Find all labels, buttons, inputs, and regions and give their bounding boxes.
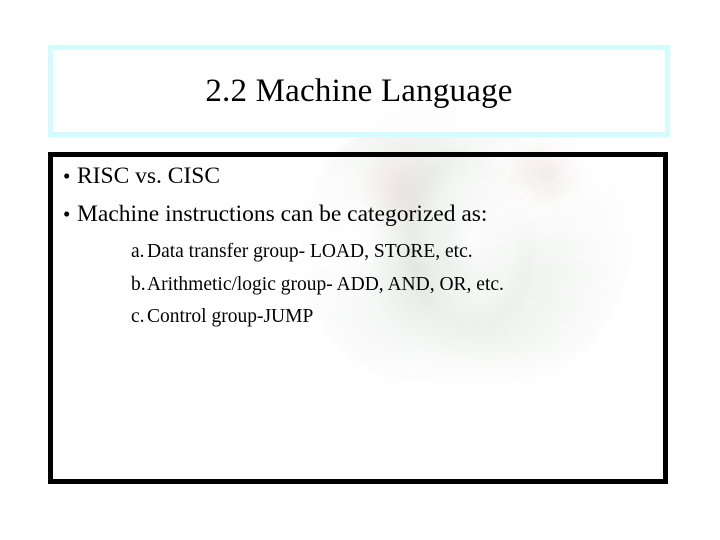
- list-item: a. Data transfer group- LOAD, STORE, etc…: [131, 242, 657, 262]
- sub-item-text: Control group-JUMP: [147, 306, 314, 327]
- list-item: c. Control group-JUMP: [131, 307, 657, 327]
- bullet-text: Machine instructions can be categorized …: [77, 200, 488, 227]
- sub-item-text: Arithmetic/logic group- ADD, AND, OR, et…: [147, 273, 504, 295]
- sub-item-marker: a.: [131, 241, 145, 262]
- list-item: • RISC vs. CISC: [63, 163, 657, 189]
- content-box: • RISC vs. CISC • Machine instructions c…: [48, 152, 668, 484]
- sub-list: a. Data transfer group- LOAD, STORE, etc…: [131, 242, 657, 327]
- bullet-icon: •: [63, 164, 71, 188]
- bullet-icon: •: [63, 201, 71, 226]
- sub-item-text: Data transfer group- LOAD, STORE, etc.: [147, 241, 473, 262]
- page-title: 2.2 Machine Language: [205, 72, 513, 109]
- sub-item-marker: c.: [131, 306, 145, 327]
- sub-item-marker: b.: [131, 273, 146, 295]
- content-inner: • RISC vs. CISC • Machine instructions c…: [63, 163, 657, 340]
- list-item: • Machine instructions can be categorize…: [63, 200, 657, 227]
- bullet-text: RISC vs. CISC: [77, 163, 221, 189]
- title-box: 2.2 Machine Language: [48, 45, 670, 137]
- list-item: b. Arithmetic/logic group- ADD, AND, OR,…: [131, 273, 657, 295]
